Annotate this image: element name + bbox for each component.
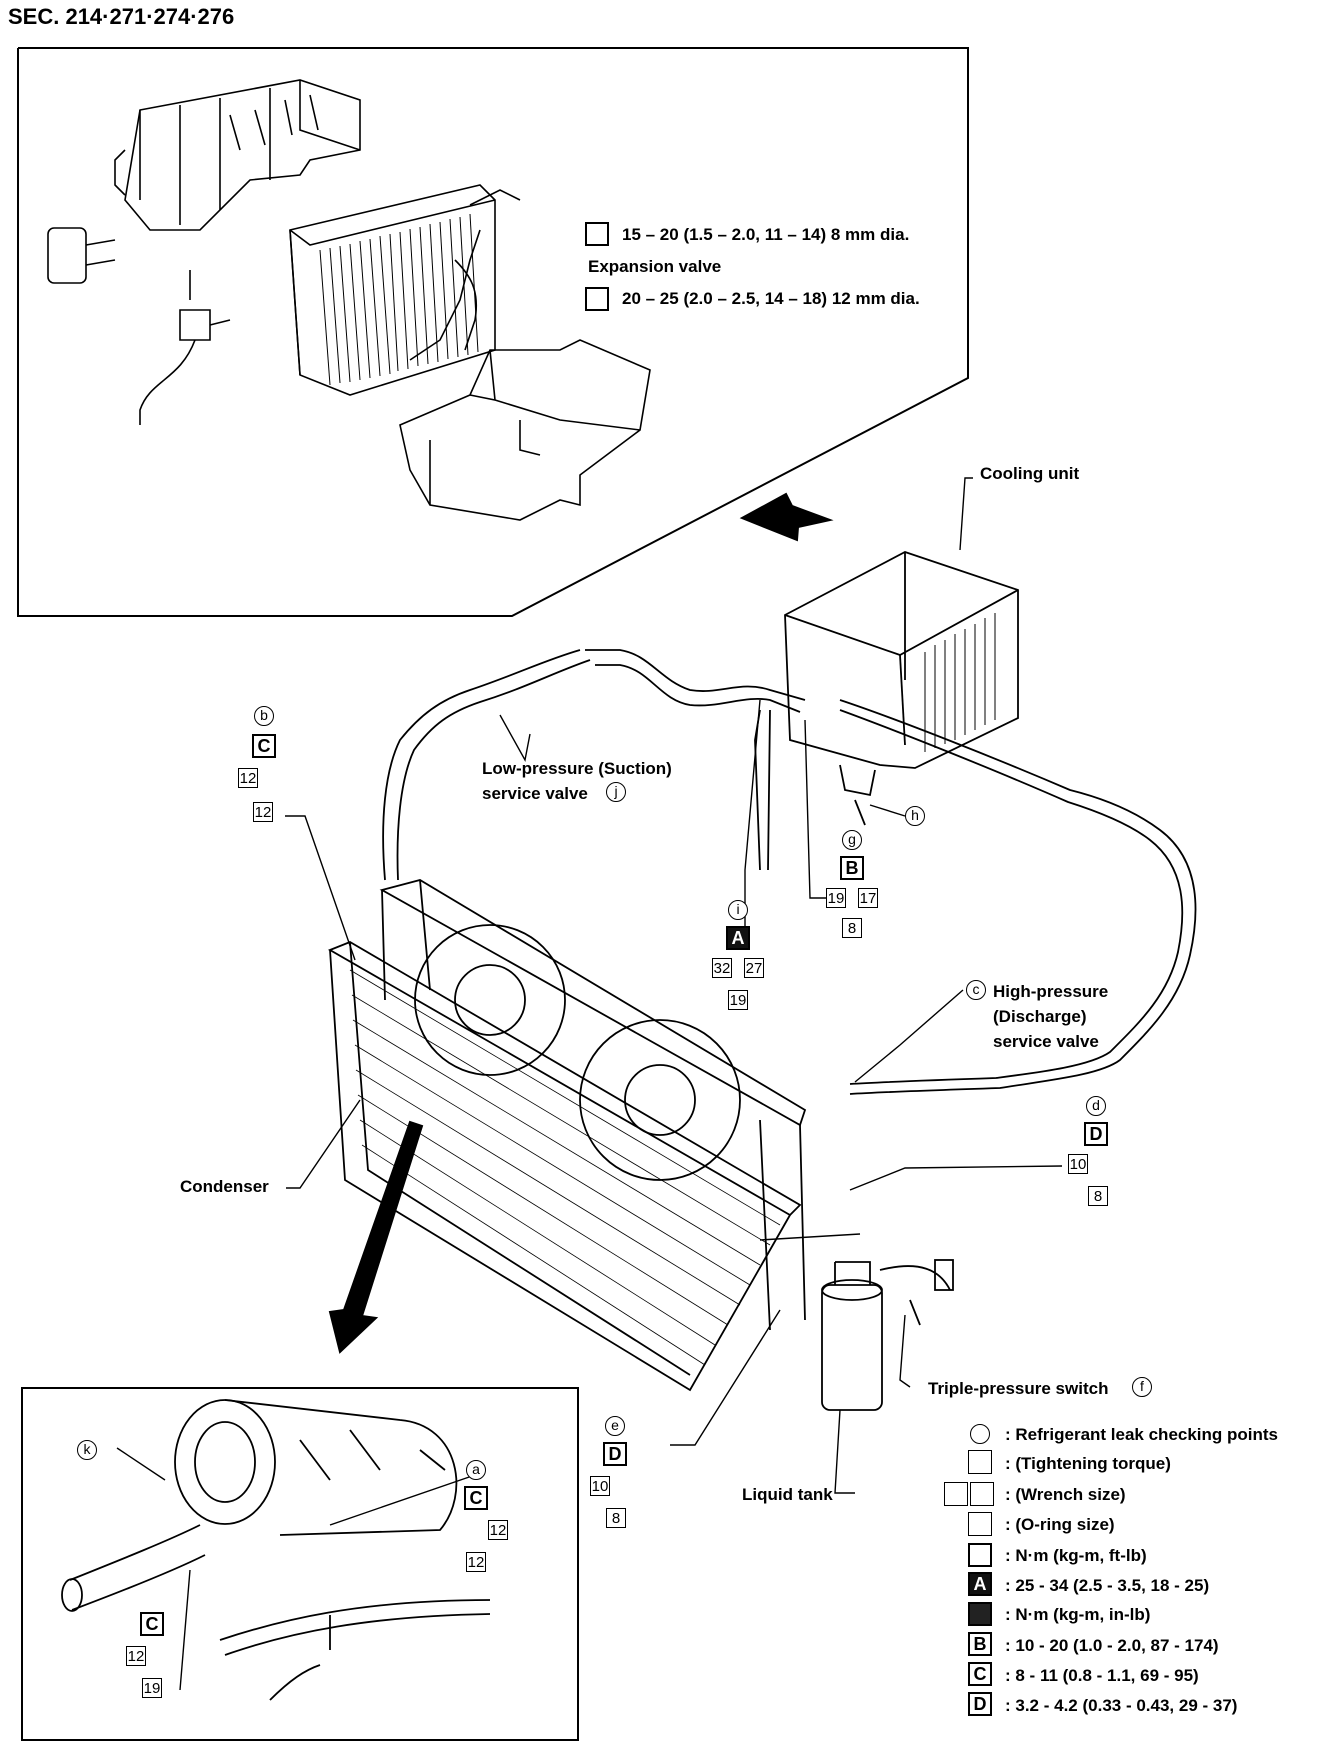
- triple-switch-label: Triple-pressure switch: [928, 1379, 1109, 1398]
- oring-size-g: 8: [842, 918, 862, 938]
- point-c: c: [966, 980, 986, 1000]
- legend-nm-inlb: : N·m (kg-m, in-lb): [1005, 1605, 1151, 1624]
- legend-letter-D: D: [968, 1692, 992, 1716]
- point-e: e: [605, 1416, 625, 1436]
- section-header: SEC. 214·271·274·276: [8, 4, 235, 29]
- legend-C-value: : 8 - 11 (0.8 - 1.1, 69 - 95): [1005, 1666, 1199, 1685]
- wrench-size-i-2: 27: [744, 958, 764, 978]
- legend-wrench: : (Wrench size): [1005, 1485, 1126, 1504]
- torque-letter-e: D: [603, 1442, 627, 1466]
- resistor: [47, 227, 231, 425]
- expansion-valve-label: Expansion valve: [588, 257, 722, 276]
- torque-callout-12mm: 20 – 25 (2.0 – 2.5, 14 – 18) 12 mm dia.: [622, 289, 920, 308]
- high-pressure-label: High-pressure: [993, 982, 1109, 1001]
- high-pressure-label-3: service valve: [993, 1032, 1099, 1051]
- compressor: [61, 1399, 491, 1701]
- point-a: a: [466, 1460, 486, 1480]
- legend-oring-square-icon: [968, 1512, 992, 1536]
- torque-letter-k: C: [140, 1612, 164, 1636]
- fan-shroud: [379, 879, 807, 1331]
- wrench-size-d: 10: [1068, 1154, 1088, 1174]
- torque-letter-i: A: [726, 926, 750, 950]
- point-i: i: [728, 900, 748, 920]
- wrench-size-e: 10: [590, 1476, 610, 1496]
- legend-double-square-icon: [944, 1482, 968, 1506]
- low-pressure-label: Low-pressure (Suction): [482, 759, 672, 778]
- legend-tightening: : (Tightening torque): [1005, 1454, 1171, 1473]
- liquid-tank-label: Liquid tank: [742, 1485, 833, 1504]
- legend-torque-ftlb-icon: [968, 1543, 992, 1567]
- legend-oring: : (O-ring size): [1005, 1515, 1115, 1534]
- legend-B-value: : 10 - 20 (1.0 - 2.0, 87 - 174): [1005, 1636, 1219, 1655]
- top-inset-frame: [17, 47, 969, 617]
- low-pressure-label-2: service valve: [482, 784, 588, 803]
- cooling-unit-label: Cooling unit: [980, 464, 1080, 483]
- torque-callout-8mm: 15 – 20 (1.5 – 2.0, 11 – 14) 8 mm dia.: [622, 225, 910, 244]
- legend-leak-points: : Refrigerant leak checking points: [1005, 1425, 1279, 1444]
- legend-D-value: : 3.2 - 4.2 (0.33 - 0.43, 29 - 37): [1005, 1696, 1238, 1715]
- wrench-size-g-1: 19: [826, 888, 846, 908]
- oring-size-i: 19: [728, 990, 748, 1010]
- high-pressure-label-2: (Discharge): [993, 1007, 1087, 1026]
- torque-letter-b: C: [252, 734, 276, 758]
- torque-icon-nm: [585, 222, 609, 246]
- legend-square-icon: [968, 1450, 992, 1474]
- bottom-inset-frame: [21, 1387, 579, 1741]
- legend-double-square-icon: [970, 1482, 994, 1506]
- torque-letter-a: C: [464, 1486, 488, 1510]
- condenser: [327, 941, 802, 1392]
- cooling-unit: [784, 551, 1019, 826]
- torque-letter-d: D: [1084, 1122, 1108, 1146]
- legend-torque-inlb-icon: [968, 1602, 992, 1626]
- liquid-tank-shape: [821, 1259, 954, 1411]
- legend-letter-C: C: [968, 1662, 992, 1686]
- legend-letter-B: B: [968, 1632, 992, 1656]
- point-b: b: [254, 706, 274, 726]
- wrench-size-b: 12: [238, 768, 258, 788]
- wrench-size-k: 12: [126, 1646, 146, 1666]
- arrow-to-bottom-inset: [328, 1120, 424, 1354]
- point-j: j: [606, 782, 626, 802]
- wrench-size-i-1: 32: [712, 958, 732, 978]
- point-h: h: [905, 806, 925, 826]
- refrigerant-pipes: [382, 649, 1197, 1095]
- evaporator-core: [289, 184, 521, 396]
- point-k: k: [77, 1440, 97, 1460]
- point-f: f: [1132, 1377, 1152, 1397]
- legend-letter-A: A: [968, 1572, 992, 1596]
- cooling-housing-upper: [114, 79, 361, 231]
- cooling-housing-lower: [399, 339, 651, 521]
- torque-icon-nm: [585, 287, 609, 311]
- leader-lines: [116, 477, 1063, 1691]
- oring-size-e: 8: [606, 1508, 626, 1528]
- point-d: d: [1086, 1096, 1106, 1116]
- oring-size-d: 8: [1088, 1186, 1108, 1206]
- legend-nm-ftlb: : N·m (kg-m, ft-lb): [1005, 1546, 1147, 1565]
- condenser-label: Condenser: [180, 1177, 269, 1196]
- point-g: g: [842, 830, 862, 850]
- oring-size-b: 12: [253, 802, 273, 822]
- arrow-to-top-inset: [739, 492, 834, 542]
- legend-circle-icon: [970, 1424, 990, 1444]
- torque-letter-g: B: [840, 856, 864, 880]
- oring-size-k: 19: [142, 1678, 162, 1698]
- oring-size-a: 12: [466, 1552, 486, 1572]
- wrench-size-a: 12: [488, 1520, 508, 1540]
- wrench-size-g-2: 17: [858, 888, 878, 908]
- legend-A-value: : 25 - 34 (2.5 - 3.5, 18 - 25): [1005, 1576, 1210, 1595]
